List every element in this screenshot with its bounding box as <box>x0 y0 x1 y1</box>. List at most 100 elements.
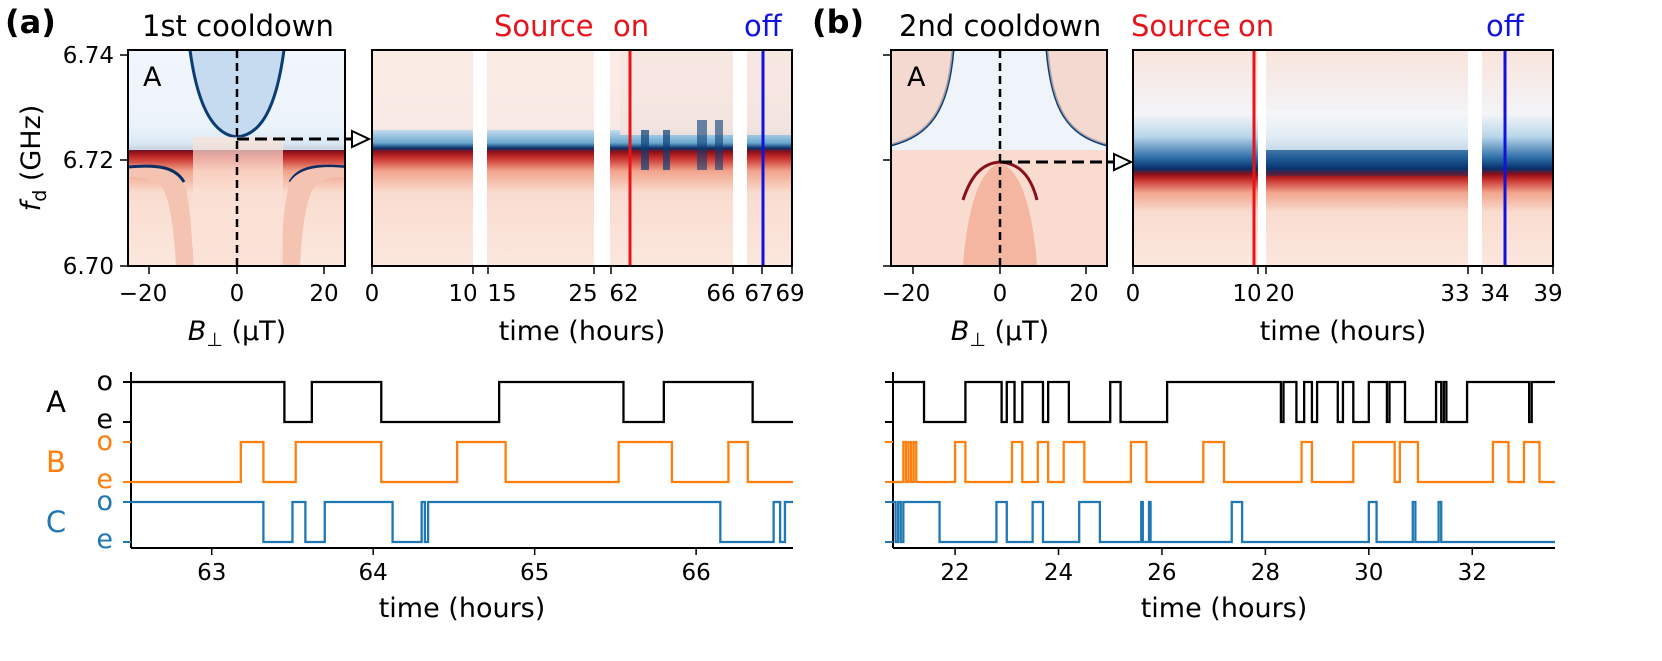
heatmap-background <box>1133 50 1553 266</box>
data-gap <box>1258 50 1266 266</box>
x-axis: −20 0 20 B⊥ (µT) <box>119 266 339 351</box>
data-gap <box>473 50 487 266</box>
x-tick-label: 20 <box>1069 281 1098 307</box>
plot-frame <box>1132 49 1554 267</box>
parity-trace-A <box>893 380 1555 424</box>
source-off-label: off <box>1486 9 1525 43</box>
series-label-A: A <box>46 385 66 419</box>
source-label: Source <box>494 9 594 43</box>
x-tick-label: 0 <box>1126 281 1141 307</box>
x-tick-label: 62 <box>609 281 638 307</box>
source-off-label: off <box>744 9 783 43</box>
x-tick-label: 32 <box>1458 560 1487 586</box>
data-gap <box>733 50 747 266</box>
switching-segment <box>663 130 670 170</box>
x-axis-label: time (hours) <box>379 593 546 624</box>
panel-label-b: (b) <box>812 3 864 41</box>
x-axis: 0 10 20 33 34 39 time (hours) <box>1126 266 1563 347</box>
x-axis: −20 0 20 B⊥ (µT) <box>882 266 1099 351</box>
y-axis <box>883 54 891 267</box>
x-axis-label: time (hours) <box>1260 316 1427 347</box>
y-tick-label: 6.70 <box>63 254 114 280</box>
x-tick-label: 26 <box>1147 560 1176 586</box>
x-axis-label: B⊥ (µT) <box>951 316 1049 351</box>
switching-segment <box>1266 110 1468 150</box>
x-tick-label: 33 <box>1440 281 1469 307</box>
state-label-odd: o <box>96 486 113 517</box>
x-tick-label: −20 <box>119 281 168 307</box>
x-tick-label: 64 <box>359 560 388 586</box>
parity-trace-C <box>893 500 1555 544</box>
x-axis-label: time (hours) <box>1141 593 1308 624</box>
x-tick-label: 20 <box>309 281 338 307</box>
x-tick-label: −20 <box>882 281 931 307</box>
branch-right-fill <box>280 167 345 266</box>
branch-left-fill <box>891 50 953 145</box>
heatmap-top-tint <box>372 50 620 130</box>
series-label-C: C <box>46 505 66 539</box>
panel-label-a: (a) <box>5 3 56 41</box>
switching-segment <box>641 130 649 170</box>
x-tick-label: 63 <box>197 560 226 586</box>
y-axis: 6.74 6.72 6.70 fd (GHz) <box>16 43 128 280</box>
parity-traces-b: 22 24 26 28 30 32 time (hours) <box>885 372 1555 624</box>
source-on-label: on <box>613 9 649 43</box>
switching-segment <box>697 120 707 170</box>
parity-trace-C <box>131 500 793 544</box>
series-label-B: B <box>46 445 66 479</box>
plot-frame <box>890 49 1108 267</box>
time-trace-heatmap-1: Source on off 0 10 15 25 62 66 67 69 tim… <box>365 9 805 347</box>
source-label: Source <box>1131 9 1231 43</box>
state-label-even: e <box>96 524 113 555</box>
x-tick-label: 66 <box>681 560 710 586</box>
branch-left <box>127 164 186 183</box>
y-axis-label: fd (GHz) <box>16 105 51 212</box>
y-tick-label: 6.72 <box>63 148 114 174</box>
field-sweep-heatmap-2: 2nd cooldown A −20 0 20 B⊥ (µT) <box>882 9 1134 351</box>
x-axis-label: B⊥ (µT) <box>188 316 286 351</box>
x-tick-label: 69 <box>775 281 804 307</box>
parity-trace-B <box>893 440 1555 484</box>
marker-arrowhead <box>1113 152 1134 172</box>
time-trace-heatmap-2: Source on off 0 10 20 33 34 39 time (hou… <box>1126 9 1563 347</box>
branch-right-fill <box>1047 50 1107 145</box>
state-label-even: e <box>96 464 113 495</box>
inset-label: A <box>907 62 926 93</box>
switching-segment <box>1266 150 1468 176</box>
inset-label: A <box>143 62 162 93</box>
x-tick-label: 28 <box>1251 560 1280 586</box>
x-tick-label: 15 <box>487 281 516 307</box>
x-tick-label: 39 <box>1533 281 1562 307</box>
x-tick-label: 22 <box>940 560 969 586</box>
state-label-odd: o <box>96 366 113 397</box>
field-sweep-heatmap-1: 1st cooldown A 6.74 6.72 6.70 fd (GHz) <box>16 9 372 351</box>
data-gap <box>594 50 610 266</box>
x-tick-label: 0 <box>230 281 245 307</box>
x-tick-label: 20 <box>1265 281 1294 307</box>
x-tick-label: 24 <box>1044 560 1073 586</box>
switching-segment <box>715 120 723 170</box>
x-tick-label: 0 <box>365 281 380 307</box>
x-tick-label: 25 <box>568 281 597 307</box>
plot-title: 2nd cooldown <box>899 9 1101 43</box>
x-tick-label: 66 <box>706 281 735 307</box>
plot-frame <box>371 49 793 267</box>
x-tick-label: 65 <box>520 560 549 586</box>
x-tick-label: 30 <box>1354 560 1383 586</box>
x-tick-label: 0 <box>993 281 1008 307</box>
x-axis-label: time (hours) <box>499 316 666 347</box>
parity-trace-A <box>131 380 793 424</box>
anticrossing-arc-lower <box>128 164 194 266</box>
state-label-odd: o <box>96 426 113 457</box>
x-tick-label: 10 <box>1232 281 1261 307</box>
parity-trace-B <box>131 440 793 484</box>
y-tick-label: 6.74 <box>63 43 114 69</box>
plot-title: 1st cooldown <box>142 9 334 43</box>
x-tick-label: 34 <box>1480 281 1509 307</box>
x-tick-label: 10 <box>448 281 477 307</box>
source-on-label: on <box>1238 9 1274 43</box>
marker-arrowhead <box>351 129 372 149</box>
anticrossing-arc-lower <box>963 163 1037 266</box>
branch-right <box>288 164 346 183</box>
